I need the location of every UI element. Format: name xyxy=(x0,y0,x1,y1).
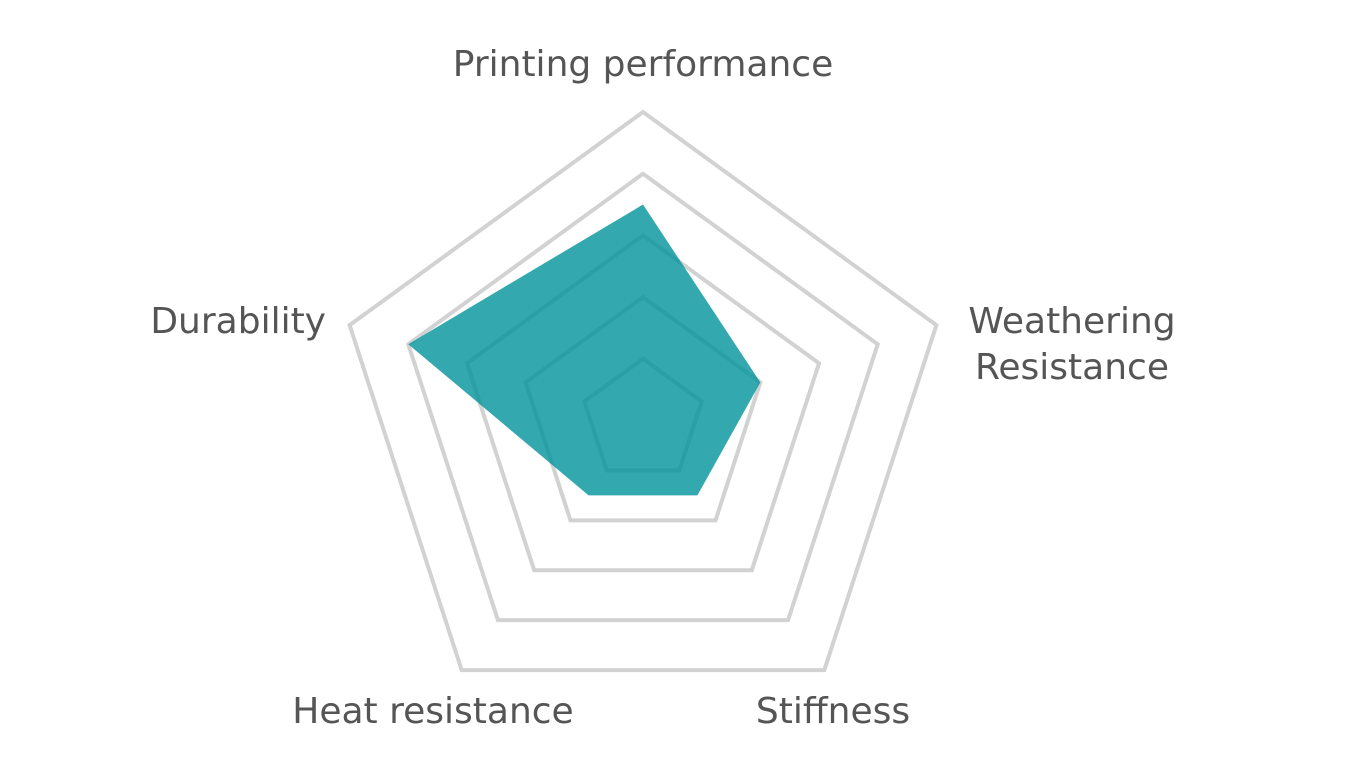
axis-label-line: Weathering xyxy=(968,301,1175,342)
grid-ring-4 xyxy=(405,171,881,623)
axis-label-line: Resistance xyxy=(975,347,1169,388)
series-area-0 xyxy=(408,204,761,496)
axis-label-line: Stiffness xyxy=(756,691,910,732)
axis-label-line: Durability xyxy=(150,301,326,342)
series-layer xyxy=(408,204,761,496)
axis-label-2: Stiffness xyxy=(756,691,910,732)
axis-label-0: Printing performance xyxy=(453,44,833,85)
grid-ring-5 xyxy=(347,109,939,673)
axis-label-3: Heat resistance xyxy=(292,691,573,732)
axis-label-line: Heat resistance xyxy=(292,691,573,732)
axis-label-line: Printing performance xyxy=(453,44,833,85)
axis-label-4: Durability xyxy=(150,301,326,342)
